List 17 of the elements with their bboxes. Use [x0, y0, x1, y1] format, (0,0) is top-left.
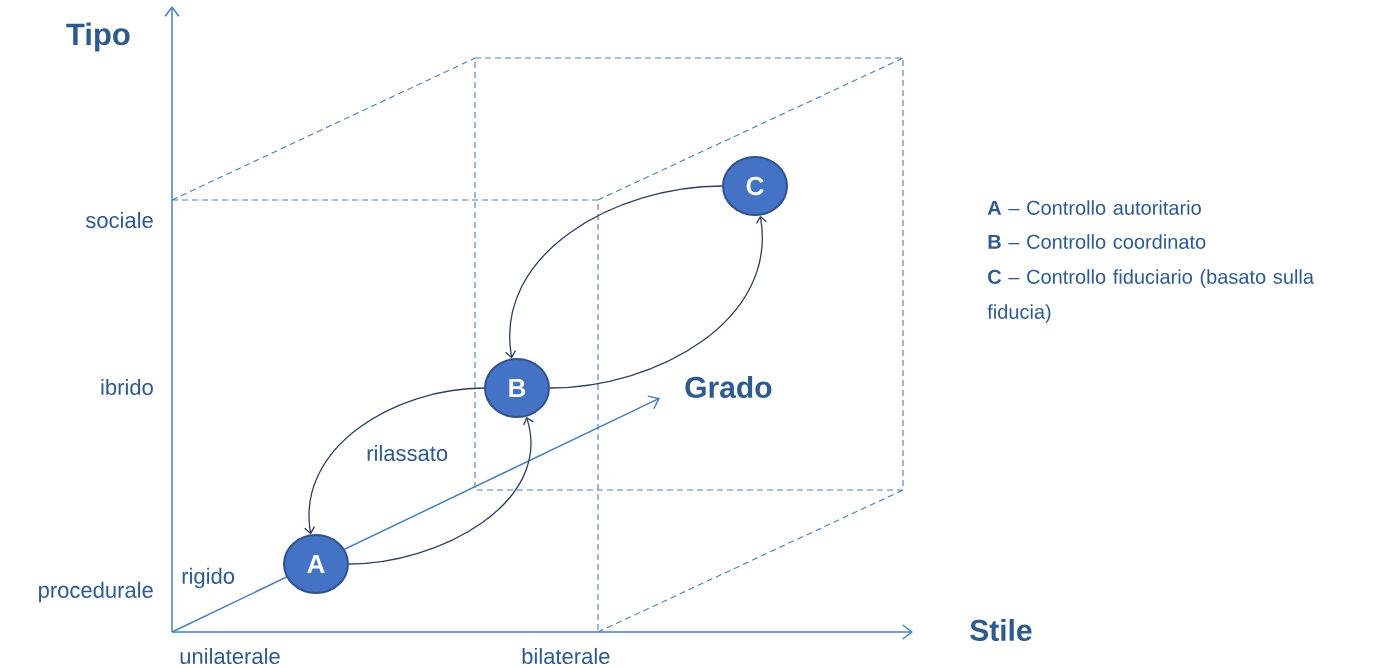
axis-label: bilaterale: [522, 647, 610, 665]
axis-label: rigido: [182, 567, 235, 589]
axis-label: sociale: [85, 211, 153, 229]
axis-label: ibrido: [101, 378, 153, 396]
curved-arrow: [304, 387, 485, 535]
legend-text: A – Controllo autoritario: [987, 200, 1201, 215]
curved-arrow: [505, 185, 723, 359]
curved-arrow: [348, 416, 534, 565]
axis-label: Grado: [685, 376, 772, 399]
axis-label: rilassato: [367, 444, 448, 462]
axis-label: procedurale: [39, 581, 153, 603]
axis-label: Tipo: [66, 22, 130, 52]
curved-arrow: [549, 215, 768, 389]
axis-label: Stile: [970, 619, 1032, 642]
axis-label: unilaterale: [180, 647, 280, 665]
legend-text: B – Controllo coordinato: [988, 234, 1206, 249]
legend-text: C – Controllo fiduciario (basato sulla fiducia): [987, 269, 1314, 323]
